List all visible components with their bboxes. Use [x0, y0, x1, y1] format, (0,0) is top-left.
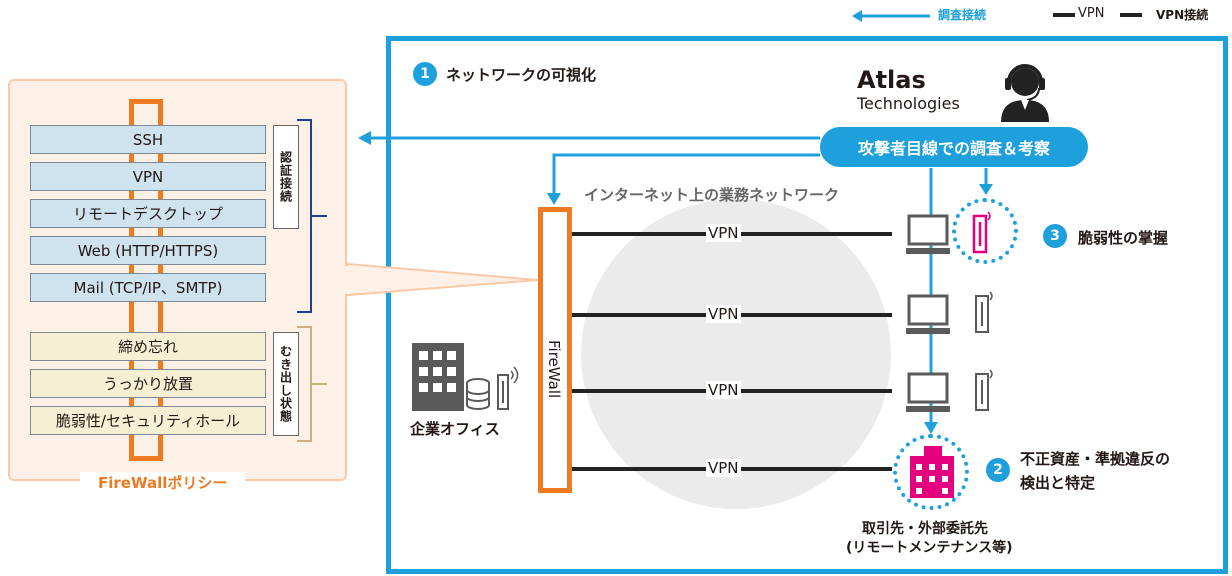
vulnerable-device-highlight — [952, 198, 1018, 264]
partner-highlight — [893, 434, 969, 510]
legend-arrow-icon — [852, 10, 930, 22]
vpn-label-4: VPN — [706, 459, 741, 477]
legend-investigation-label: 調査接続 — [938, 8, 987, 22]
step-1-label: ネットワークの可視化 — [446, 66, 597, 84]
company-name: Atlas — [857, 66, 926, 94]
step-2-label-line1: 不正資産・準拠違反の — [1020, 450, 1171, 468]
auth-connection-label: 認証接続 — [273, 125, 299, 229]
legend-vpn-line-label: VPN — [1078, 6, 1105, 21]
office-label: 企業オフィス — [410, 420, 500, 438]
step-2-label-line2: 検出と特定 — [1020, 474, 1096, 492]
step-2-badge: 2 — [986, 458, 1010, 482]
vpn-label-1: VPN — [706, 224, 741, 242]
policy-item-rdp: リモートデスクトップ — [30, 199, 266, 228]
vpn-label-3: VPN — [706, 381, 741, 399]
partner-building-icon — [910, 446, 954, 498]
network-frame — [386, 36, 1228, 574]
remote-pc-icon-3 — [906, 372, 950, 412]
policy-item-mail: Mail (TCP/IP、SMTP) — [30, 273, 266, 302]
firewall-box — [538, 207, 572, 493]
step-3-label: 脆弱性の掌握 — [1078, 229, 1169, 247]
policy-item-web: Web (HTTP/HTTPS) — [30, 236, 266, 265]
exposed-state-label: むき出し状態 — [273, 332, 299, 436]
policy-item-forgot-close: 締め忘れ — [30, 332, 266, 361]
step-3-badge: 3 — [1043, 224, 1067, 248]
legend-vpn-line-right — [1120, 13, 1142, 17]
partner-label-line2: (リモートメンテナンス等) — [846, 540, 1013, 556]
attack-perspective-banner: 攻撃者目線での調査＆考察 — [820, 127, 1088, 167]
internet-cloud — [581, 199, 891, 509]
vpn-label-2: VPN — [706, 305, 741, 323]
company-sub: Technologies — [857, 94, 960, 113]
legend-vpn-connection-label: VPN接続 — [1156, 8, 1209, 22]
operator-headset-icon — [1001, 64, 1049, 122]
policy-title: FireWallポリシー — [80, 472, 246, 493]
remote-router-icon-2 — [975, 291, 993, 333]
partner-label-line1: 取引先・外部委託先 — [862, 521, 988, 537]
policy-item-vulnerability: 脆弱性/セキュリティホール — [30, 406, 266, 435]
callout-pointer — [340, 262, 539, 297]
network-title: インターネット上の業務ネットワーク — [584, 186, 840, 204]
office-building-icon — [412, 343, 519, 411]
remote-pc-icon-2 — [906, 294, 950, 334]
exposed-bracket — [297, 326, 327, 442]
auth-bracket — [297, 119, 327, 313]
step-1-badge: 1 — [413, 62, 437, 86]
policy-item-vpn: VPN — [30, 162, 266, 191]
legend-vpn-line-left — [1053, 13, 1075, 17]
firewall-label: FireWall — [545, 340, 563, 399]
policy-item-ssh: SSH — [30, 125, 266, 154]
policy-item-left-open: うっかり放置 — [30, 369, 266, 398]
remote-pc-icon-1 — [906, 214, 950, 254]
remote-router-icon-3 — [975, 369, 993, 411]
